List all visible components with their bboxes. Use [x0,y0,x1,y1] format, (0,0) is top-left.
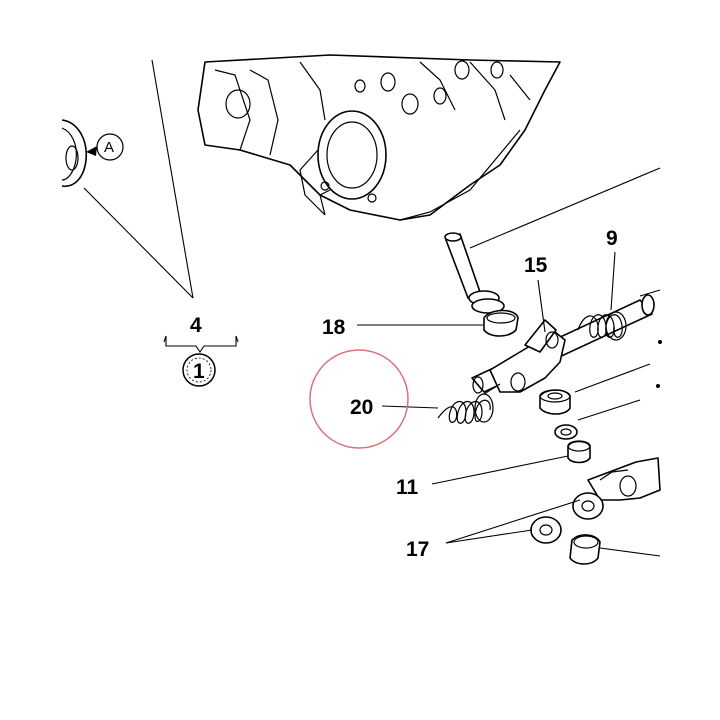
group-4-callout: 4 1 [163,314,239,387]
callout-18: 18 [322,316,346,339]
engine-head-housing [197,54,561,221]
callout-4: 4 [190,314,202,337]
right-edge-parts [639,289,662,388]
spring-20: 20 [350,383,501,424]
callout-1: 1 [193,360,205,383]
highlight-circle [309,349,409,449]
ref-a-label: A [104,139,114,156]
callout-20: 20 [350,396,373,419]
callout-17-group: 17 [406,499,581,561]
callout-11-group: 11 [396,455,569,499]
lower-linkage [530,457,661,565]
arrow-icon [86,146,97,156]
spring-9: 9 [577,227,627,341]
valve-stem [444,167,661,314]
seal-18: 18 [322,309,519,339]
callout-15: 15 [524,254,548,277]
ref-a-circle [96,133,124,161]
group-leaders [83,59,194,299]
circled-1 [182,353,216,387]
callout-9: 9 [606,227,618,250]
reference-detail-a: A [61,119,124,187]
bushing-parts [539,363,651,464]
callout-17: 17 [406,538,429,561]
callout-11: 11 [396,476,419,499]
